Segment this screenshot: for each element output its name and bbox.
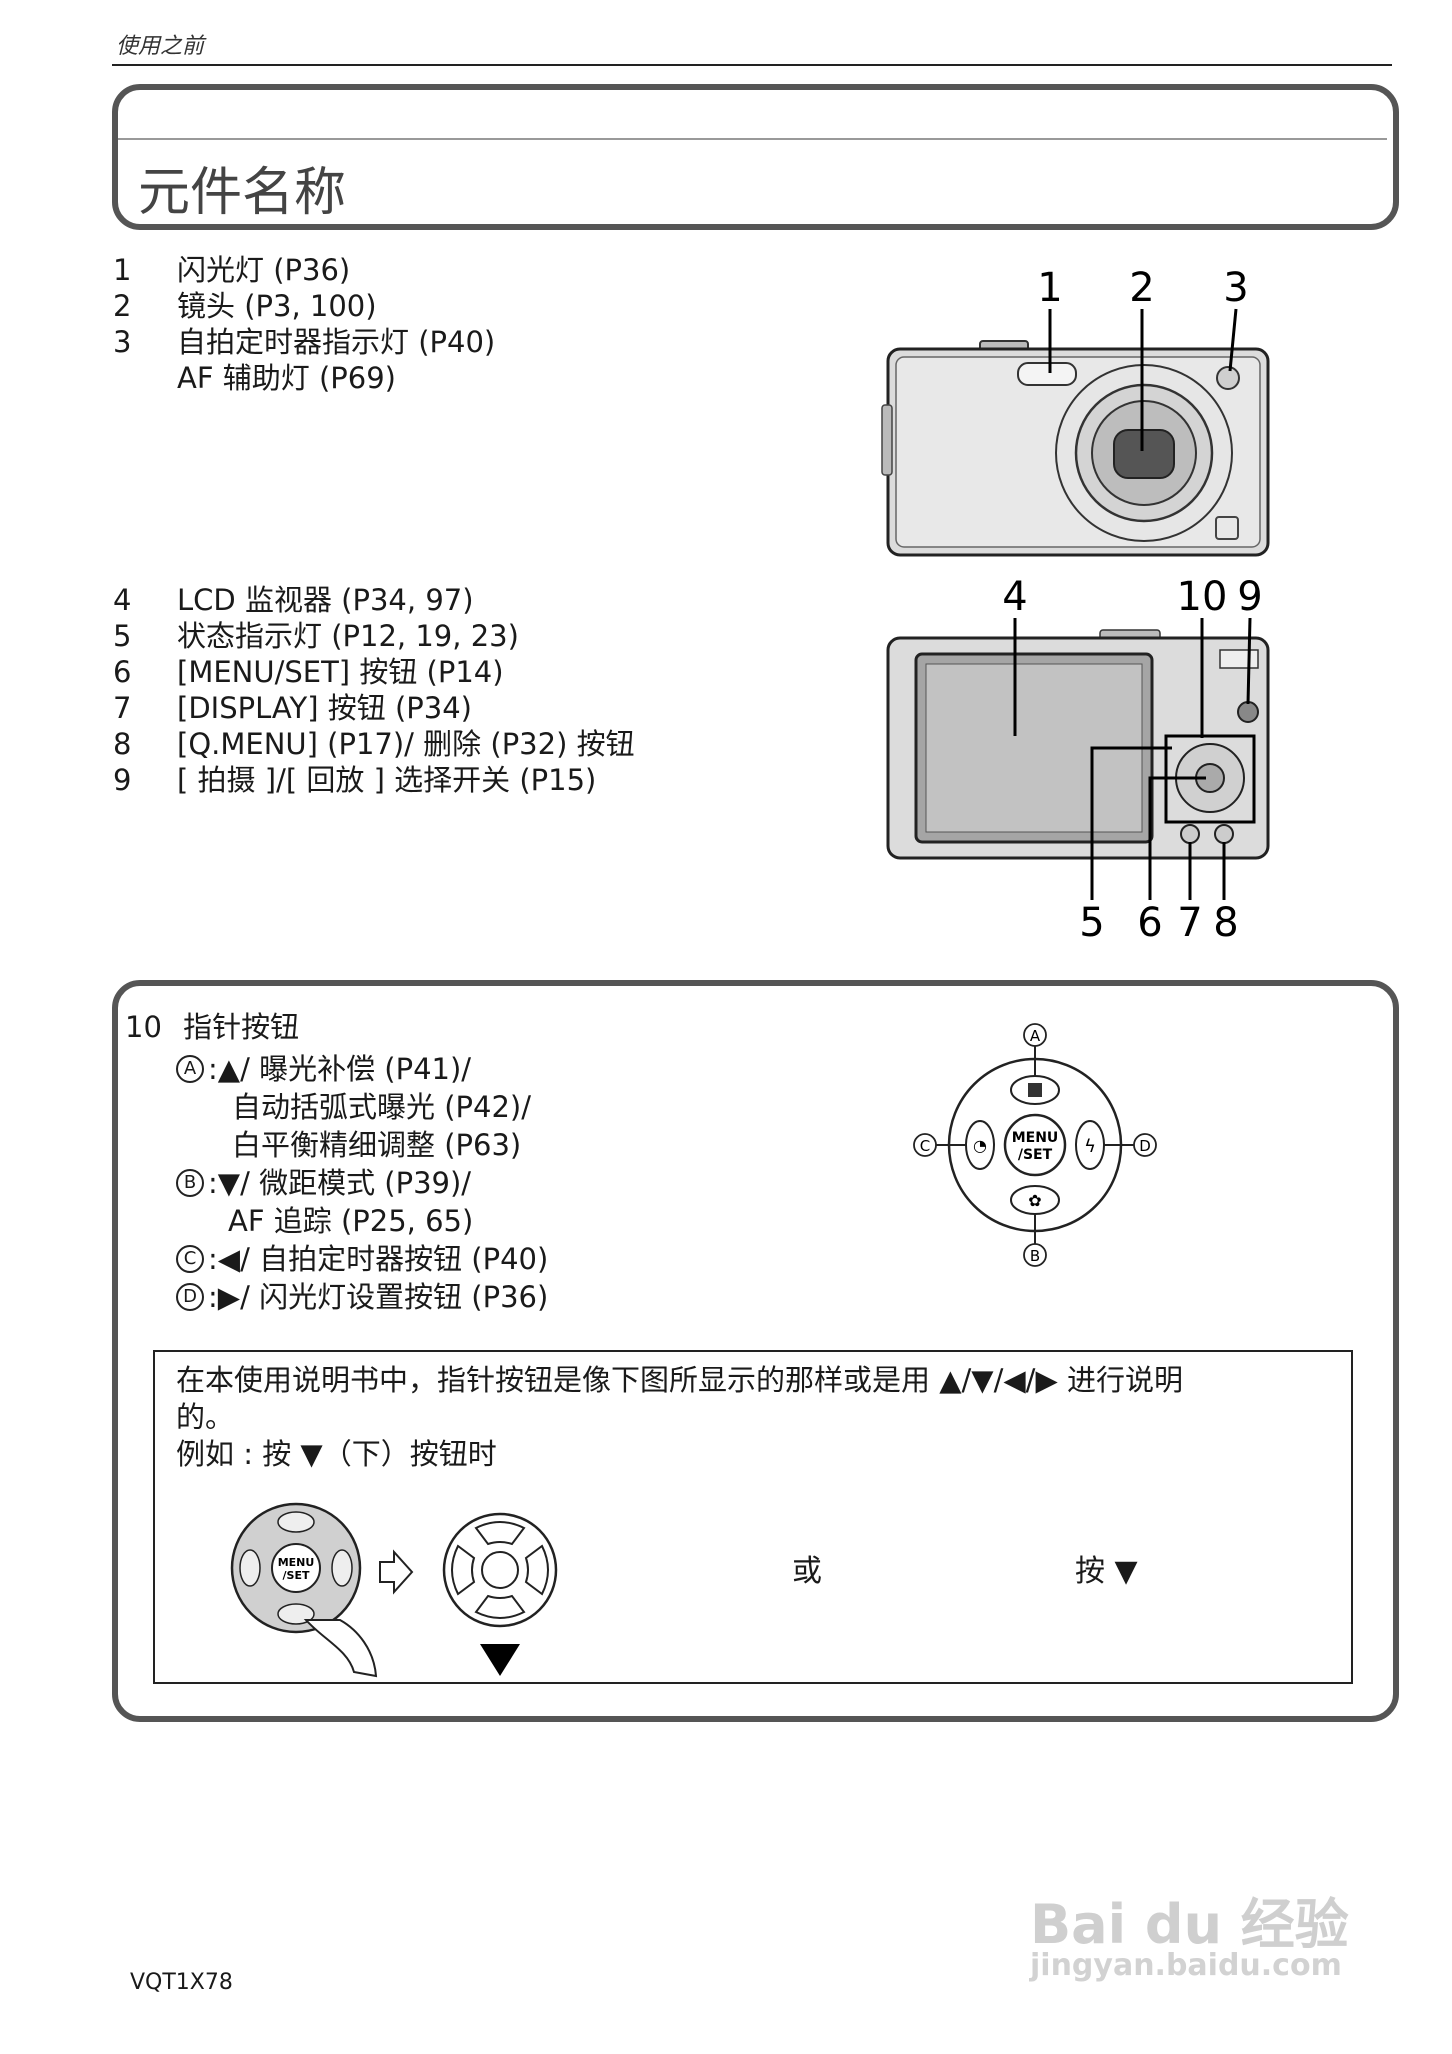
function-b: B: ▼/ 微距模式 (P39)/	[176, 1164, 548, 1202]
title-inner-divider	[118, 138, 1387, 140]
callout-label-6: 6	[1137, 900, 1162, 940]
heading-number: 10	[125, 1010, 162, 1044]
item-text: 闪光灯 (P36)	[177, 253, 351, 287]
macro-icon: ✿	[1028, 1191, 1041, 1210]
item-text: [MENU/SET] 按钮 (P14)	[177, 655, 504, 689]
self-timer-icon: ◔	[973, 1136, 987, 1155]
callout-label-10: 10	[1177, 574, 1228, 620]
callout-label-5: 5	[1079, 900, 1104, 940]
item-text: 状态指示灯 (P12, 19, 23)	[177, 619, 519, 653]
note-line: 的。	[176, 1400, 235, 1434]
item-number: 9	[113, 763, 132, 797]
item-number: 7	[113, 691, 132, 725]
down-triangle-icon	[480, 1644, 520, 1676]
exposure-icon	[1028, 1083, 1042, 1097]
list-item: 4 LCD 监视器 (P34, 97)	[113, 582, 635, 618]
list-item: 8 [Q.MENU] (P17)/ 删除 (P32) 按钮	[113, 726, 635, 762]
item-number: 3	[113, 325, 132, 359]
item-text: [DISPLAY] 按钮 (P34)	[177, 691, 472, 725]
note-line: 例如 : 按 ▼（下）按钮时	[176, 1437, 497, 1471]
item-number: 4	[113, 583, 132, 617]
list-item: 1 闪光灯 (P36)	[113, 252, 495, 288]
list-item: 9 [ 拍摄 ]/[ 回放 ] 选择开关 (P15)	[113, 762, 635, 798]
dial-center-menu: MENU	[1012, 1130, 1059, 1146]
section-header: 使用之前	[116, 34, 205, 59]
note-box	[153, 1350, 1353, 1684]
page-title: 元件名称	[138, 163, 347, 223]
function-d: D: ▶/ 闪光灯设置按钮 (P36)	[176, 1278, 548, 1316]
camera-front-illustration: 1 2 3	[881, 265, 1270, 557]
function-text: ▲/ 曝光补偿 (P41)/	[217, 1052, 472, 1086]
list-item: 5 状态指示灯 (P12, 19, 23)	[113, 618, 635, 654]
note-text: 在本使用说明书中，指针按钮是像下图所显示的那样或是用 ▲/▼/◀/▶ 进行说明 …	[176, 1362, 1326, 1473]
function-text: 白平衡精细调整 (P63)	[232, 1128, 522, 1162]
list-item: 7 [DISPLAY] 按钮 (P34)	[113, 690, 635, 726]
mark-c: C	[176, 1245, 204, 1273]
example-dial-menu: MENU	[278, 1556, 315, 1569]
mark-a: A	[176, 1055, 204, 1083]
cursor-button-heading: 10 指针按钮	[125, 1004, 299, 1046]
cursor-button-functions: A: ▲/ 曝光补偿 (P41)/ 自动括弧式曝光 (P42)/ 白平衡精细调整…	[176, 1050, 548, 1316]
function-text: AF 追踪 (P25, 65)	[228, 1204, 474, 1238]
pressing-finger-icon	[303, 1619, 378, 1678]
arrow-right-icon	[379, 1549, 414, 1595]
note-line: 在本使用说明书中，指针按钮是像下图所显示的那样或是用 ▲/▼/◀/▶ 进行说明	[176, 1363, 1183, 1397]
note-press-text: 按 ▼	[1075, 1554, 1138, 1589]
callout-label-9: 9	[1237, 574, 1262, 620]
callout-label-3: 3	[1223, 265, 1248, 311]
list-item: 2 镜头 (P3, 100)	[113, 288, 495, 324]
function-text: 自动括弧式曝光 (P42)/	[232, 1090, 532, 1124]
cursor-button-section	[112, 980, 1399, 1722]
callout-label-8: 8	[1213, 900, 1238, 940]
dial-label-b: B	[1030, 1247, 1040, 1265]
item-text: [ 拍摄 ]/[ 回放 ] 选择开关 (P15)	[177, 763, 597, 797]
footer-model-code: VQT1X78	[130, 1970, 233, 1995]
mark-b: B	[176, 1169, 204, 1197]
dial-label-d: D	[1139, 1137, 1151, 1155]
title-frame	[112, 84, 1399, 230]
list-item: 3 自拍定时器指示灯 (P40)	[113, 324, 495, 360]
function-text: ▼/ 微距模式 (P39)/	[217, 1166, 472, 1200]
list-item: 6 [MENU/SET] 按钮 (P14)	[113, 654, 635, 690]
callout-label-1: 1	[1037, 265, 1062, 311]
item-text: [Q.MENU] (P17)/ 删除 (P32) 按钮	[177, 727, 635, 761]
header-divider	[112, 64, 1392, 66]
item-number: 1	[113, 253, 132, 287]
item-text: 自拍定时器指示灯 (P40)	[177, 325, 496, 359]
example-dial-set: /SET	[283, 1569, 310, 1582]
example-press-diagram: MENU /SET	[230, 1502, 558, 1678]
function-text: ◀/ 自拍定时器按钮 (P40)	[217, 1242, 549, 1276]
camera-back-illustration: 4 10 9 5 6 7 8	[886, 574, 1270, 940]
note-or-text: 或	[792, 1554, 822, 1589]
heading-text: 指针按钮	[183, 1010, 300, 1044]
item-number: 8	[113, 727, 132, 761]
cursor-dial-diagram: MENU /SET ✿ ◔ ϟ A B C D	[913, 1023, 1157, 1267]
mark-d: D	[176, 1283, 204, 1311]
callout-label-7: 7	[1177, 900, 1202, 940]
callout-label-4: 4	[1002, 574, 1027, 620]
watermark-logo: Bai du 经验	[1030, 1893, 1349, 1956]
function-a: A: ▲/ 曝光补偿 (P41)/	[176, 1050, 548, 1088]
item-number: 6	[113, 655, 132, 689]
item-text: LCD 监视器 (P34, 97)	[177, 583, 474, 617]
watermark-url: jingyan.baidu.com	[1030, 1948, 1342, 1983]
item-continuation: AF 辅助灯 (P69)	[177, 361, 396, 395]
item-text: 镜头 (P3, 100)	[177, 289, 377, 323]
item-number: 2	[113, 289, 132, 323]
front-parts-list: 1 闪光灯 (P36) 2 镜头 (P3, 100) 3 自拍定时器指示灯 (P40)…	[113, 252, 495, 396]
function-text: ▶/ 闪光灯设置按钮 (P36)	[217, 1280, 549, 1314]
flash-icon: ϟ	[1084, 1136, 1096, 1157]
callout-label-2: 2	[1129, 265, 1154, 311]
dial-label-c: C	[920, 1137, 930, 1155]
dial-label-a: A	[1030, 1027, 1041, 1045]
dial-center-set: /SET	[1018, 1147, 1053, 1163]
function-c: C: ◀/ 自拍定时器按钮 (P40)	[176, 1240, 548, 1278]
item-number: 5	[113, 619, 132, 653]
